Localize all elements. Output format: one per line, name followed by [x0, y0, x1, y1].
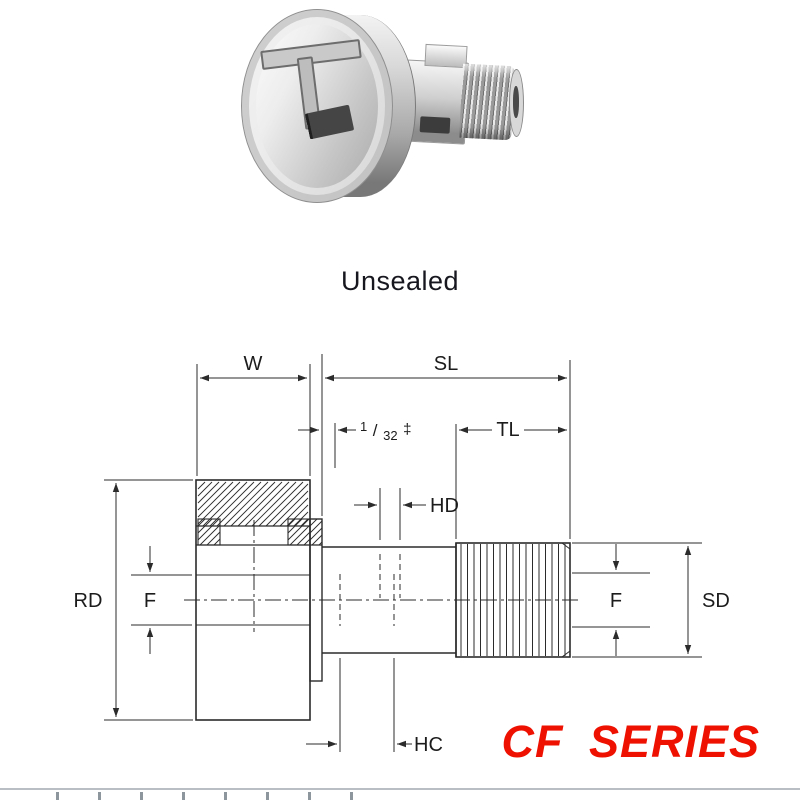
dim-f-left: F — [144, 546, 156, 654]
stud-keyway-slot — [419, 116, 451, 134]
technical-drawing: W SL 1 / 32 ‡ TL HD — [74, 353, 730, 756]
offset-numerator: 1 — [360, 419, 367, 434]
dim-hd: HD — [354, 495, 459, 517]
offset-mark: ‡ — [403, 421, 411, 438]
dim-label-f-right: F — [610, 590, 622, 612]
cropped-table-edge — [0, 788, 800, 800]
dim-tl: TL — [459, 419, 567, 441]
dim-label-f-left: F — [144, 590, 156, 612]
series-label: CF SERIES — [501, 716, 760, 767]
dim-label-rd: RD — [74, 590, 103, 612]
dim-label-sl: SL — [434, 353, 458, 375]
dim-label-sd: SD — [702, 590, 730, 612]
dim-f-right: F — [610, 544, 622, 656]
dim-label-hd: HD — [430, 495, 459, 517]
dim-label-hc: HC — [414, 734, 443, 756]
dim-label-offset: 1 / 32 ‡ — [360, 414, 411, 445]
product-photo — [225, 5, 525, 210]
offset-slash: / — [373, 421, 378, 440]
variant-title: Unsealed — [340, 266, 460, 296]
dim-sl: SL — [325, 353, 567, 382]
stud-step — [424, 43, 468, 69]
offset-denominator: 32 — [383, 428, 397, 443]
hex-socket-hole — [513, 86, 519, 118]
stud-thread — [459, 63, 515, 141]
dim-offset: 1 / 32 ‡ — [298, 414, 411, 445]
dim-label-tl: TL — [496, 419, 519, 441]
dim-rd: RD — [74, 483, 120, 717]
dim-hc: HC — [306, 734, 443, 756]
cropped-table-ticks — [56, 792, 391, 800]
dim-w: W — [200, 353, 307, 382]
dim-label-w: W — [244, 353, 263, 375]
extension-lines — [104, 354, 702, 752]
dim-sd: SD — [684, 546, 730, 654]
stud-end-face — [509, 69, 524, 137]
